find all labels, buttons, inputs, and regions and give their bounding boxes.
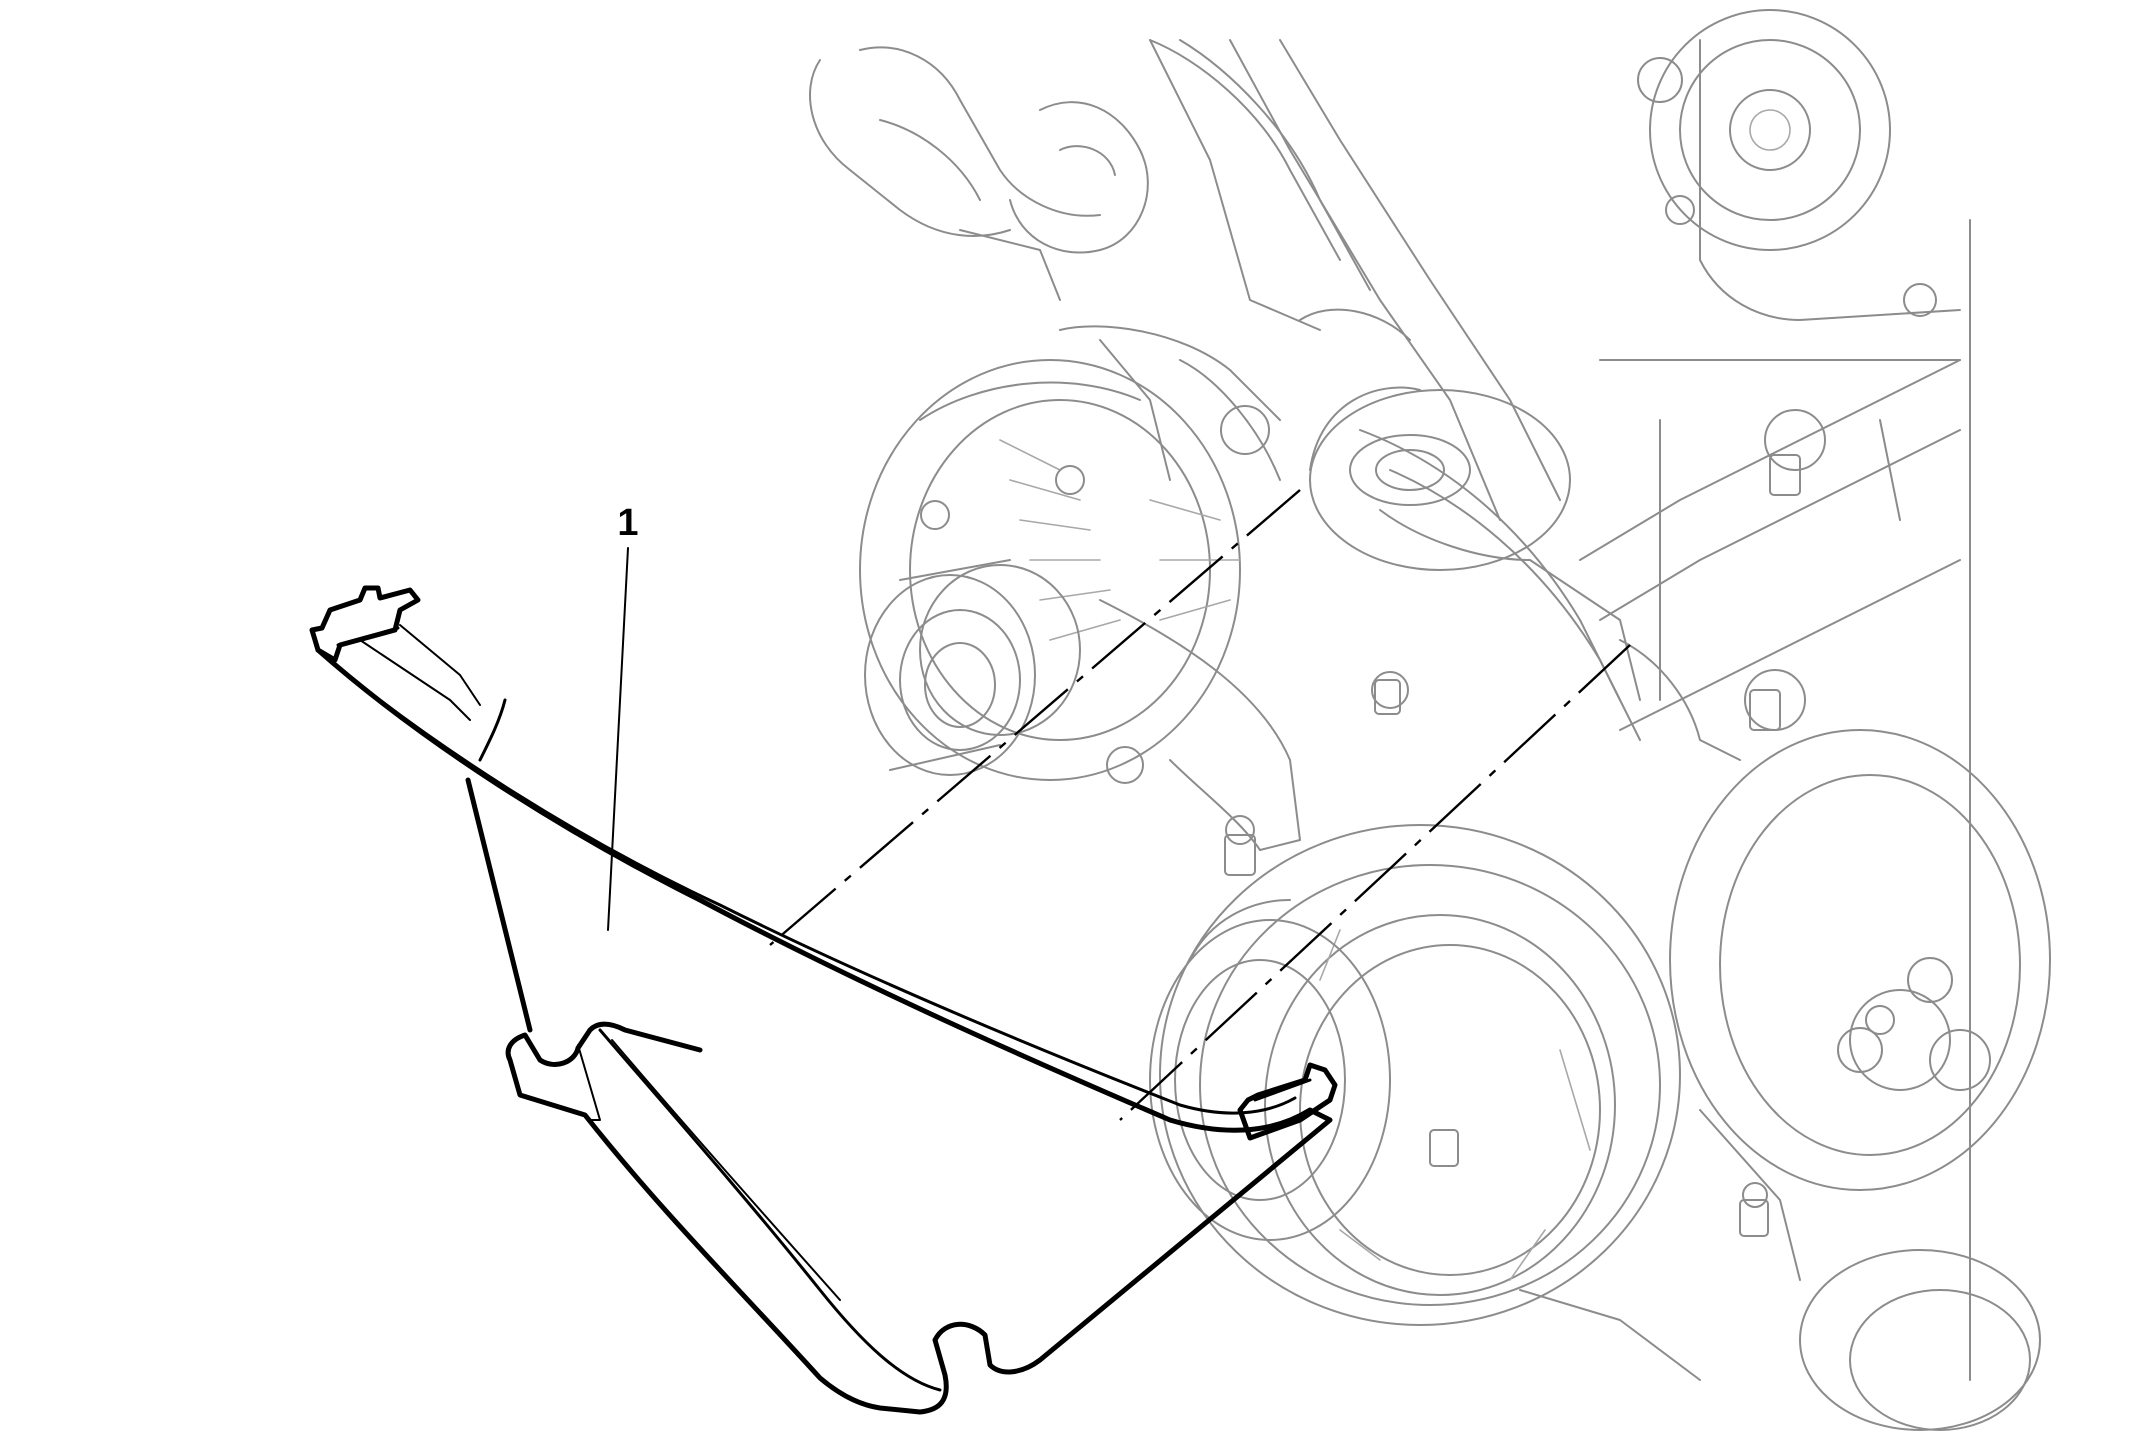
bolt-icon — [1739, 1182, 1769, 1237]
callout-label: 1 — [617, 502, 638, 544]
alignment-lines — [769, 489, 1631, 1121]
mounting-bolts — [1224, 409, 1826, 1237]
retaining-clip-right — [1237, 1062, 1338, 1141]
engine-block-right — [1579, 39, 1971, 1381]
bolt-icon — [1744, 669, 1806, 731]
callout-1: 1 — [607, 502, 639, 931]
front-cover-part — [309, 585, 1338, 1415]
engine-assembly — [809, 9, 2051, 1431]
accessory-belt — [1149, 39, 1641, 741]
water-pump-pulley — [1669, 729, 2051, 1431]
upper-bracket — [809, 39, 1371, 301]
bolt-icon — [1371, 671, 1409, 715]
upper-right-pulley — [1637, 9, 1937, 317]
bolt-icon — [1764, 409, 1826, 496]
retaining-clip-left — [309, 585, 481, 721]
bolt-icon — [1224, 815, 1256, 876]
bolt-icon — [1429, 1129, 1459, 1167]
crankshaft-pulley — [1149, 824, 1701, 1381]
alternator — [859, 325, 1301, 851]
callout-leader-line — [607, 547, 629, 931]
alternator-pulley — [864, 559, 1081, 776]
idler-pulley — [1309, 386, 1741, 761]
